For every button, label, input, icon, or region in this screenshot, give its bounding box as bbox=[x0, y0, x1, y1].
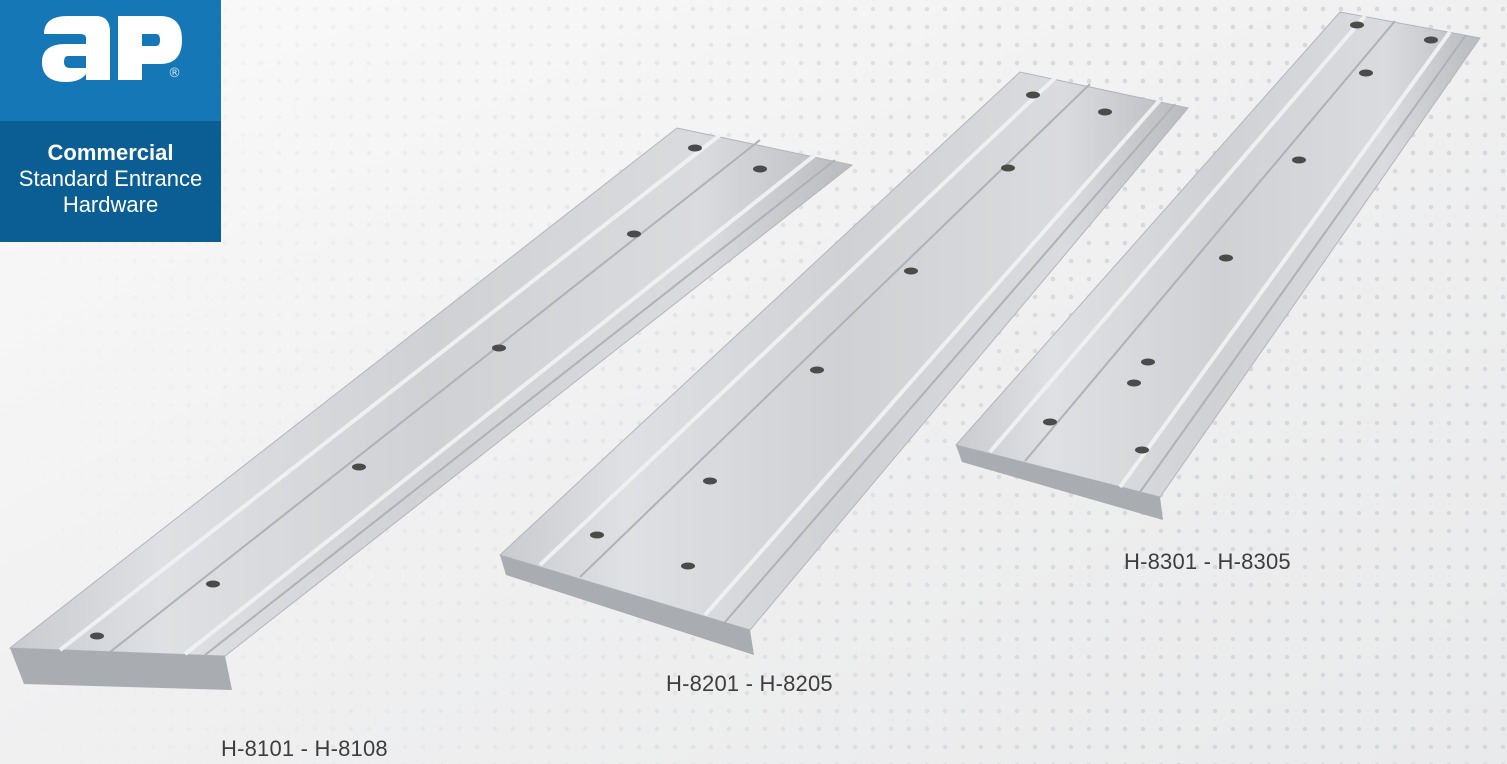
tagline-standard-entrance: Standard Entrance bbox=[18, 166, 203, 191]
product-label-h8201: H-8201 - H-8205 bbox=[666, 671, 833, 696]
registered-mark: ® bbox=[168, 66, 181, 81]
tagline-hardware: Hardware bbox=[62, 192, 159, 217]
product-label-h8101: H-8101 - H-8108 bbox=[221, 736, 388, 761]
brand-tagline: Commercial Standard Entrance Hardware bbox=[0, 140, 221, 218]
logo-panel: ® bbox=[0, 0, 221, 121]
threshold-h8101 bbox=[8, 127, 854, 690]
threshold-h8301 bbox=[955, 11, 1481, 520]
brand-badge: ® Commercial Standard Entrance Hardware bbox=[0, 0, 221, 242]
ap-logo bbox=[42, 16, 182, 82]
threshold-h8201 bbox=[499, 71, 1189, 655]
product-label-h8301: H-8301 - H-8305 bbox=[1124, 549, 1291, 574]
tagline-commercial: Commercial bbox=[47, 140, 174, 165]
